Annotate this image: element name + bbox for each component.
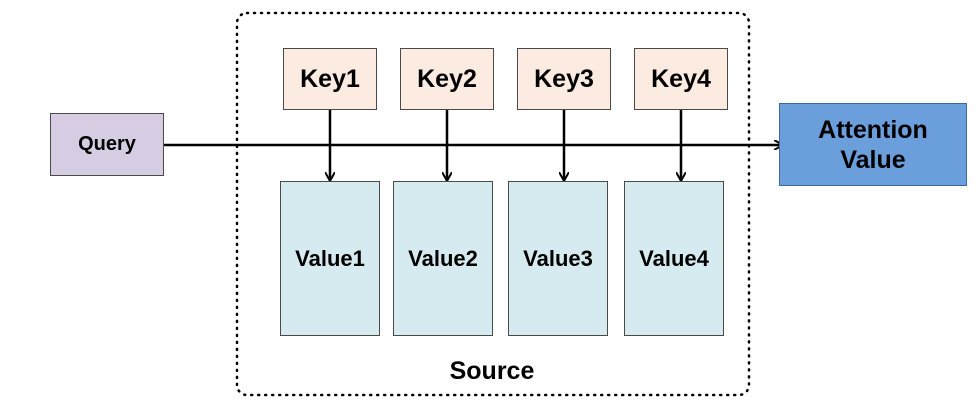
- value4-label: Value4: [639, 245, 709, 271]
- key2-box: Key2: [400, 48, 494, 110]
- key4-label: Key4: [651, 64, 711, 93]
- key4-box: Key4: [634, 48, 728, 110]
- value4-box: Value4: [624, 181, 724, 336]
- query-box: Query: [50, 113, 164, 176]
- key1-box: Key1: [283, 48, 377, 110]
- value3-box: Value3: [508, 181, 608, 336]
- query-label: Query: [78, 133, 136, 155]
- source-label: Source: [449, 357, 535, 385]
- value2-box: Value2: [393, 181, 493, 336]
- key1-label: Key1: [300, 64, 360, 93]
- attention-value-line2: Value: [840, 145, 906, 174]
- attention-value-box: Attention Value: [779, 103, 967, 186]
- value3-label: Value3: [523, 245, 593, 271]
- source-boundary: [235, 11, 751, 397]
- key3-box: Key3: [517, 48, 611, 110]
- value2-label: Value2: [408, 245, 478, 271]
- value1-label: Value1: [295, 245, 365, 271]
- attention-value-line1: Attention: [818, 115, 928, 144]
- key3-label: Key3: [534, 64, 594, 93]
- value1-box: Value1: [280, 181, 380, 336]
- key2-label: Key2: [417, 64, 477, 93]
